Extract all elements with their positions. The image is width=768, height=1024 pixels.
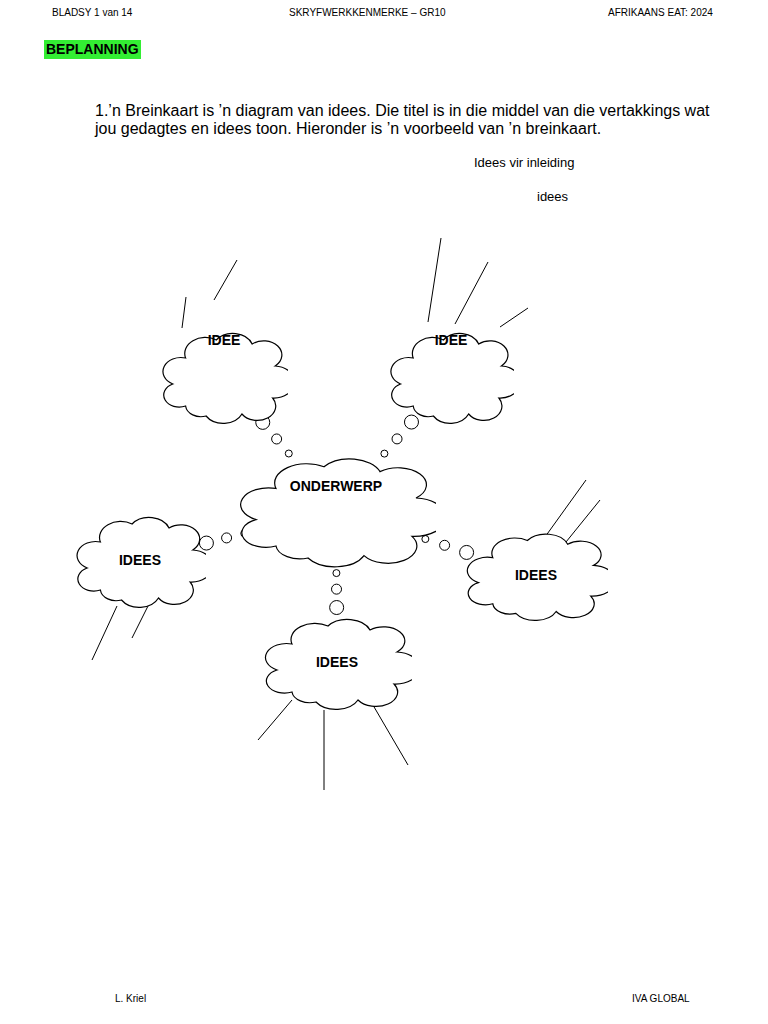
page-header: AFRIKAANS EAT: 2024 (608, 7, 713, 19)
topic-cloud: ONDERWERP (236, 450, 436, 570)
thought-bubble (404, 415, 418, 429)
idea-cloud: IDEES (262, 612, 412, 712)
idea-cloud: IDEES (464, 527, 608, 623)
node-text: ONDERWERP (236, 478, 436, 494)
thought-bubble-connector (422, 536, 474, 560)
note-text: idees (537, 189, 568, 204)
note-text: Idees vir inleiding (474, 155, 574, 170)
thought-bubble-connector (381, 415, 419, 457)
thought-bubble-connector (256, 415, 293, 457)
cloud-outline (236, 450, 436, 570)
idea-cloud: IDEES (74, 510, 206, 610)
thought-bubble-connector (330, 570, 344, 615)
cloud-shape (241, 459, 436, 567)
thought-bubble (272, 434, 282, 444)
node-text: IDEES (464, 567, 608, 583)
thought-bubble (422, 536, 429, 543)
thought-bubble (199, 536, 213, 550)
thought-bubble (332, 584, 342, 594)
node-text: IDEE (160, 332, 288, 348)
thought-bubble (392, 434, 402, 444)
instruction-text: 1.’n Breinkaart is ’n diagram van idees.… (95, 102, 727, 138)
page-footer: IVA GLOBAL (632, 993, 690, 1005)
page-header: BLADSY 1 van 14 (52, 7, 132, 19)
idea-branches (92, 238, 600, 790)
idea-cloud: IDEE (160, 326, 288, 426)
page-footer: L. Kriel (115, 993, 146, 1005)
node-text: IDEES (262, 654, 412, 670)
idea-cloud: IDEE (388, 326, 514, 426)
thought-bubble (285, 450, 292, 457)
thought-bubble (460, 545, 474, 559)
thought-bubble (330, 601, 344, 615)
section-heading: BEPLANNING (44, 40, 141, 59)
node-text: IDEE (388, 332, 514, 348)
thought-bubble (222, 533, 232, 543)
thought-bubble (381, 450, 388, 457)
thought-bubble (333, 570, 340, 577)
node-text: IDEES (74, 552, 206, 568)
thought-bubble-connector (199, 530, 247, 550)
page-header: SKRYFWERKKENMERKE – GR10 (289, 7, 446, 19)
thought-bubble (440, 540, 450, 550)
